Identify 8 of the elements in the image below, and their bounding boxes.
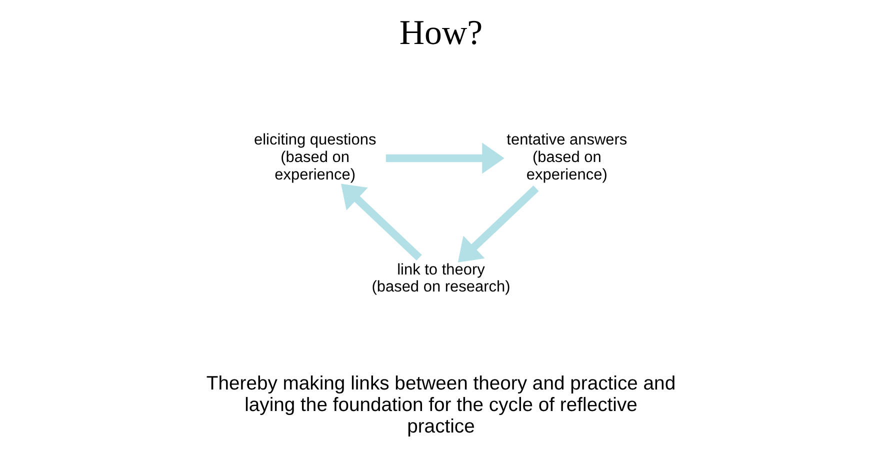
arrow xyxy=(458,186,539,262)
node-text: link to theory (based on research) xyxy=(372,261,510,296)
caption: Thereby making links between theory and practice and laying the foundation for the cycle of reflective practice xyxy=(206,372,676,438)
diagram-title: How? xyxy=(399,12,483,52)
node-text: tentative answers (based on experience) xyxy=(506,131,628,184)
node-text: eliciting questions (based on experience) xyxy=(254,131,376,184)
arrow xyxy=(386,142,504,174)
arrow xyxy=(340,184,422,261)
